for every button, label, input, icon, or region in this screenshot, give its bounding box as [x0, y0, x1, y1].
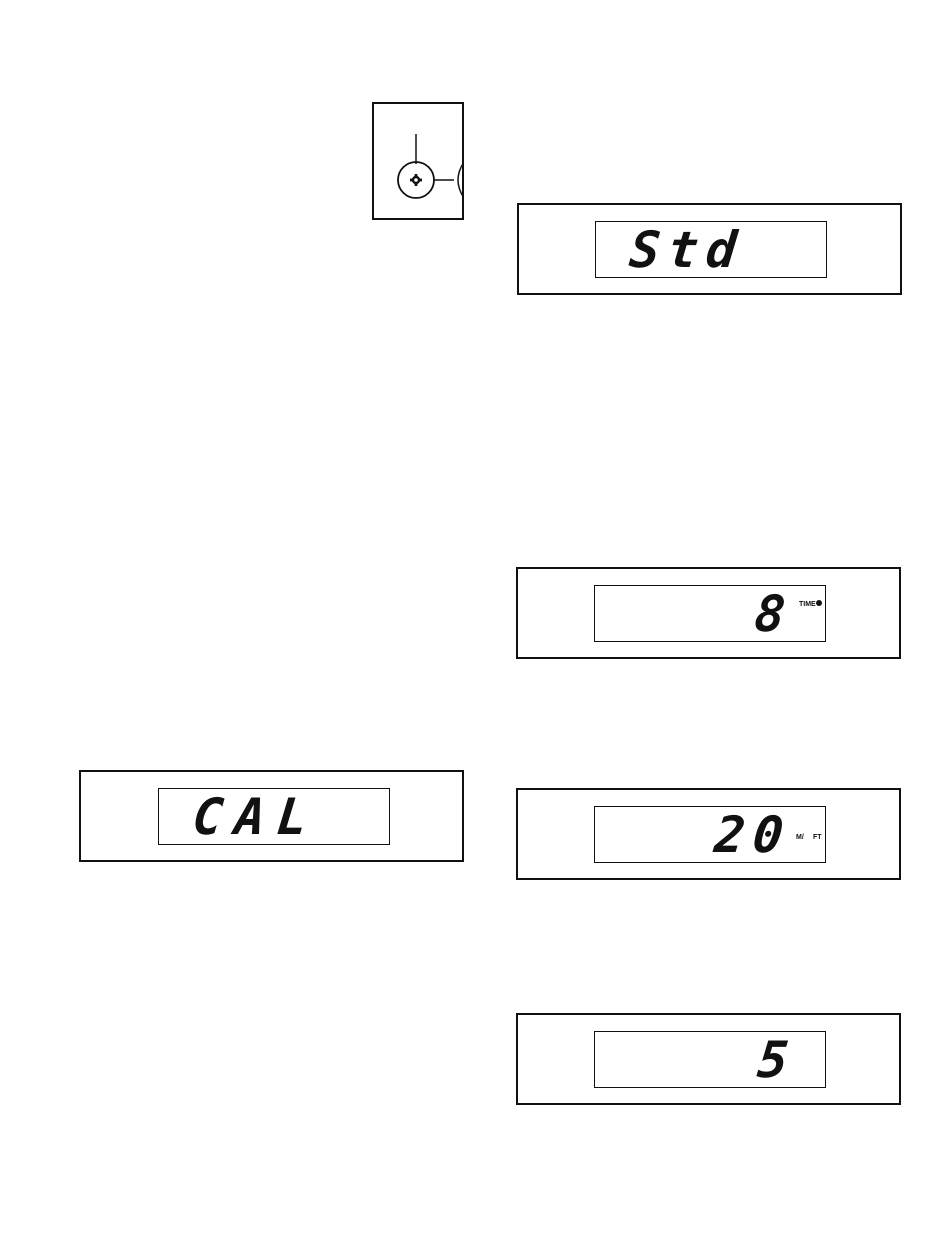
- key-icon: [374, 104, 464, 220]
- lcd-screen-std: Std: [595, 221, 827, 278]
- time-label: TIME: [799, 601, 816, 608]
- lcd-screen-cal: CAL: [158, 788, 390, 845]
- lcd-text-time: 8: [752, 586, 796, 641]
- lcd-screen-level: 5: [594, 1031, 826, 1088]
- lcd-text-level: 5: [755, 1032, 799, 1087]
- lcd-text-weight: 20: [712, 807, 794, 862]
- display-panel-std: Std: [517, 203, 902, 295]
- unit-label-right: FT: [813, 834, 822, 841]
- lcd-screen-weight: 20 M/ FT: [594, 806, 826, 863]
- display-panel-level: 5: [516, 1013, 901, 1105]
- display-panel-weight: 20 M/ FT: [516, 788, 901, 880]
- lcd-text-cal: CAL: [190, 789, 322, 844]
- lcd-text-std: Std: [627, 222, 747, 277]
- display-panel-time: 8 TIME: [516, 567, 901, 659]
- display-panel-cal: CAL: [79, 770, 464, 862]
- key-illustration-panel: [372, 102, 464, 220]
- lcd-screen-time: 8 TIME: [594, 585, 826, 642]
- time-indicator-icon: [816, 600, 822, 606]
- unit-label-left: M/: [796, 834, 804, 841]
